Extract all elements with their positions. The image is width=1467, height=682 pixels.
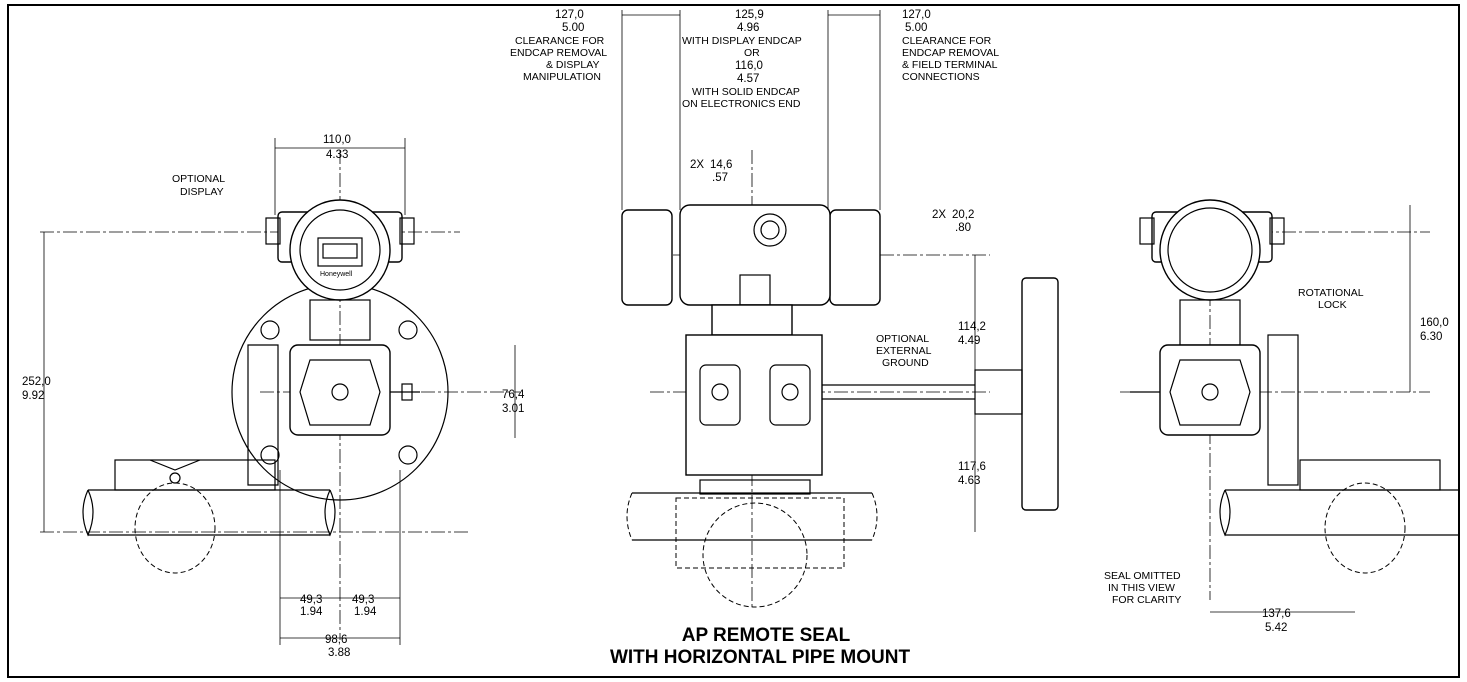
lower-in: 4.63 bbox=[958, 475, 980, 487]
front-right-offset-mm: 49,3 bbox=[352, 594, 374, 606]
front-left-offset-mm: 49,3 bbox=[300, 594, 322, 606]
front-right-offset-in: 1.94 bbox=[354, 606, 377, 618]
display-note-2: DISPLAY bbox=[180, 186, 224, 198]
seal-note-1: SEAL OMITTED bbox=[1104, 570, 1181, 582]
seal-note-2: IN THIS VIEW bbox=[1108, 582, 1175, 594]
right-clear-in: 5.00 bbox=[905, 22, 927, 34]
honeywell-logo: Honeywell bbox=[320, 271, 353, 278]
lock-note-1: ROTATIONAL bbox=[1298, 287, 1364, 299]
rear-offset-mm: 137,6 bbox=[1262, 608, 1291, 620]
center-in: 4.96 bbox=[737, 22, 759, 34]
center-note-1: WITH DISPLAY ENDCAP bbox=[682, 35, 802, 47]
display-note-1: OPTIONAL bbox=[172, 173, 225, 185]
left-clear-note-3: & DISPLAY bbox=[546, 59, 600, 71]
center-alt-in: 4.57 bbox=[737, 73, 759, 85]
center-alt-note-2: ON ELECTRONICS END bbox=[682, 98, 801, 110]
front-bracket-in: 3.88 bbox=[328, 647, 350, 659]
conduit2-label: 2X bbox=[932, 209, 946, 221]
right-clear-note-2: ENDCAP REMOVAL bbox=[902, 47, 999, 59]
seal-note-3: FOR CLARITY bbox=[1112, 594, 1181, 606]
right-clear-note-4: CONNECTIONS bbox=[902, 71, 980, 83]
rear-height-in: 6.30 bbox=[1420, 331, 1442, 343]
lower-mm: 117,6 bbox=[958, 461, 986, 473]
right-clear-mm: 127,0 bbox=[902, 9, 931, 21]
center-note-2: OR bbox=[744, 47, 760, 59]
left-clear-note-4: MANIPULATION bbox=[523, 71, 601, 83]
rear-view bbox=[1120, 199, 1460, 600]
right-clear-note-3: & FIELD TERMINAL bbox=[902, 59, 998, 71]
left-clear-in: 5.00 bbox=[562, 22, 584, 34]
front-height-mm: 252,0 bbox=[22, 376, 51, 388]
ground-note-1: OPTIONAL bbox=[876, 333, 929, 345]
conduit-in: .57 bbox=[712, 172, 728, 184]
drawing-border bbox=[7, 4, 1460, 678]
title-line-1: AP REMOTE SEAL bbox=[682, 625, 851, 646]
ground-note-3: GROUND bbox=[882, 357, 929, 369]
upper-in: 4.49 bbox=[958, 335, 980, 347]
conduit-mm: 14,6 bbox=[710, 159, 732, 171]
front-view bbox=[40, 150, 520, 640]
front-height-in: 9.92 bbox=[22, 390, 44, 402]
right-clear-note-1: CLEARANCE FOR bbox=[902, 35, 992, 47]
dimension-lines bbox=[43, 10, 1411, 645]
conduit-label: 2X bbox=[690, 159, 704, 171]
center-alt-mm: 116,0 bbox=[735, 60, 763, 72]
front-bracket-mm: 98,6 bbox=[325, 634, 347, 646]
rear-height-mm: 160,0 bbox=[1420, 317, 1449, 329]
upper-mm: 114,2 bbox=[958, 321, 986, 333]
ground-note-2: EXTERNAL bbox=[876, 345, 932, 357]
side-view bbox=[621, 150, 1059, 610]
front-body-mm: 76,4 bbox=[502, 389, 525, 401]
conduit2-mm: 20,2 bbox=[952, 209, 974, 221]
left-clear-note-2: ENDCAP REMOVAL bbox=[510, 47, 607, 59]
left-clear-mm: 127,0 bbox=[555, 9, 584, 21]
center-alt-note-1: WITH SOLID ENDCAP bbox=[692, 86, 800, 98]
rear-offset-in: 5.42 bbox=[1265, 622, 1287, 634]
left-clear-note-1: CLEARANCE FOR bbox=[515, 35, 605, 47]
title-line-2: WITH HORIZONTAL PIPE MOUNT bbox=[610, 647, 911, 668]
front-body-in: 3.01 bbox=[502, 403, 524, 415]
front-left-offset-in: 1.94 bbox=[300, 606, 323, 618]
front-width-mm: 110,0 bbox=[323, 134, 351, 146]
conduit2-in: .80 bbox=[955, 222, 971, 234]
front-width-in: 4.33 bbox=[326, 149, 348, 161]
center-mm: 125,9 bbox=[735, 9, 764, 21]
lock-note-2: LOCK bbox=[1318, 299, 1347, 311]
